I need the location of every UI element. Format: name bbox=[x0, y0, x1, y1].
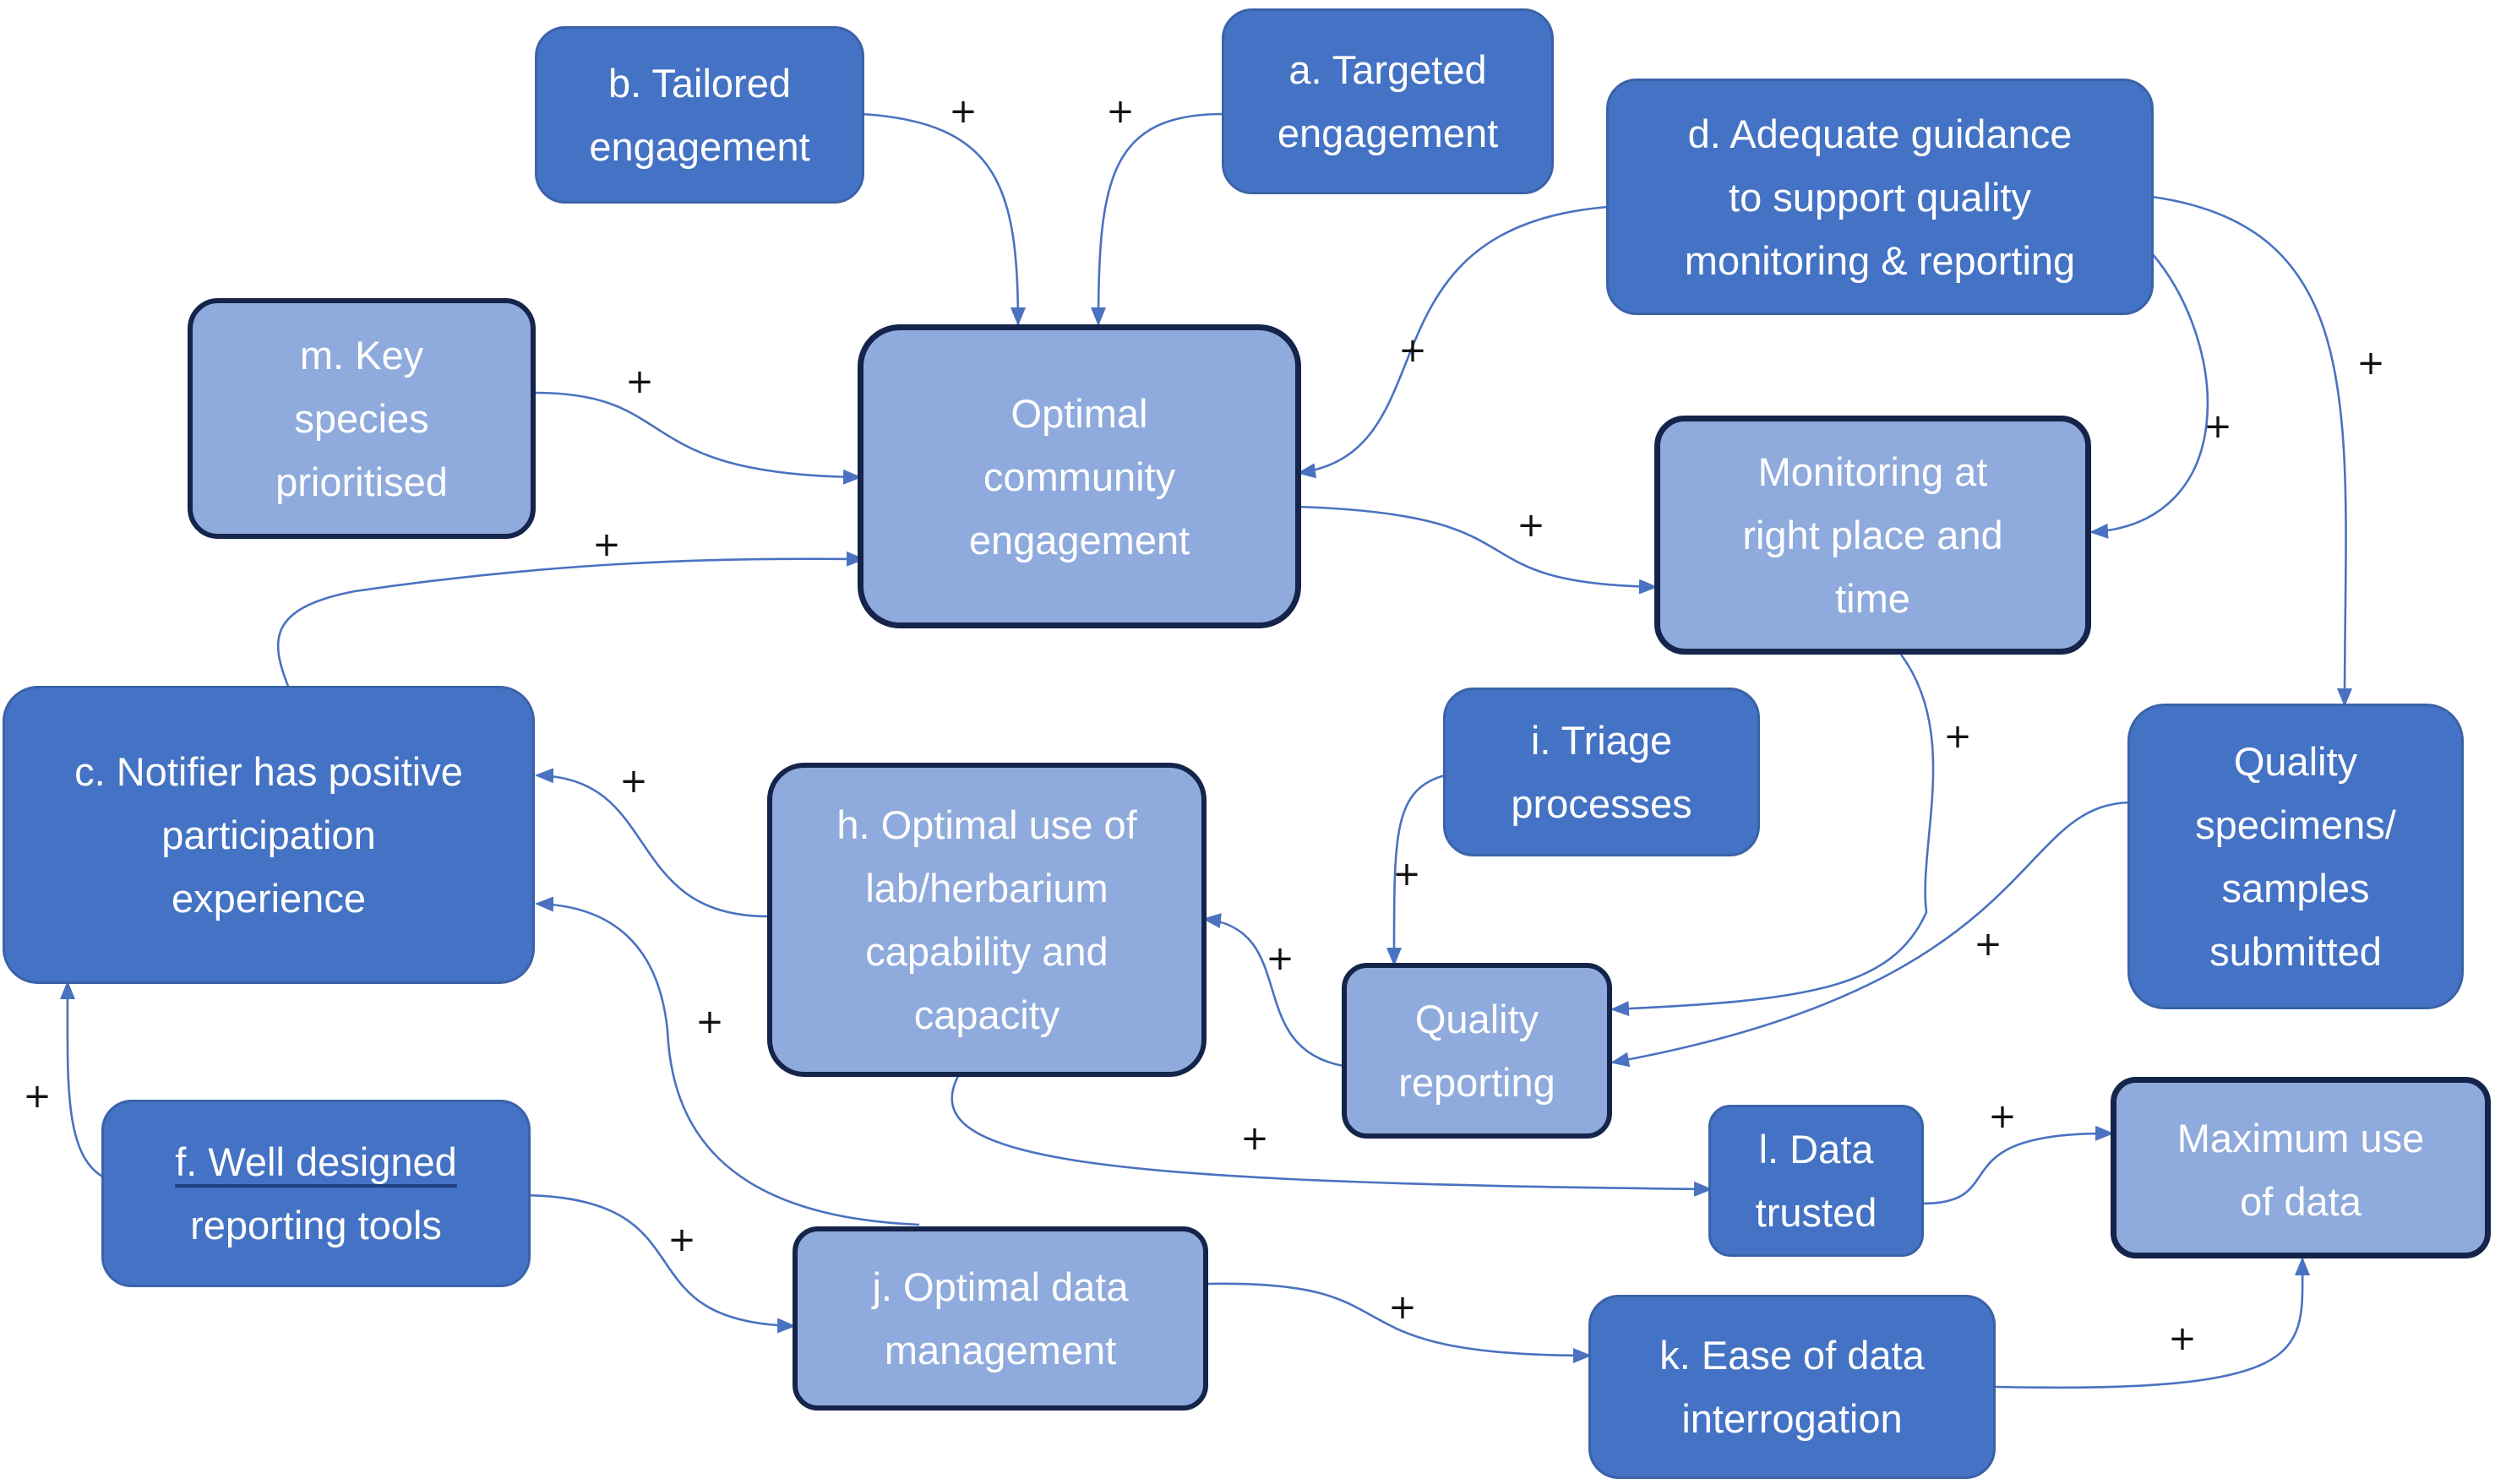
sign-optimal-community-to-monitoring: + bbox=[1517, 506, 1545, 545]
node-monitoring-line-3: time bbox=[1835, 576, 1910, 621]
sign-j-to-c: + bbox=[695, 1003, 724, 1041]
node-l-data-trusted: l. Data trusted bbox=[1708, 1105, 1924, 1257]
node-c-notifier-positive-experience: c. Notifier has positive participation exp… bbox=[3, 686, 535, 984]
node-optimal-community-line-3: engagement bbox=[968, 517, 1190, 563]
edge-c-to-optimal-community bbox=[276, 551, 865, 689]
node-f-line-1: f. Well designed bbox=[175, 1139, 457, 1184]
edge-quality-reporting-to-h bbox=[1202, 913, 1344, 1068]
sign-f-to-j: + bbox=[667, 1220, 696, 1259]
edge-h-to-l bbox=[951, 1074, 1713, 1197]
sign-k-to-max-use: + bbox=[2168, 1319, 2197, 1358]
node-h-line-1: h. Optimal use of bbox=[836, 802, 1137, 847]
node-monitoring-line-2: right place and bbox=[1742, 513, 2003, 557]
node-m-key-species-prioritised: m. Key species prioritised bbox=[188, 298, 536, 539]
edge-f-to-c bbox=[59, 981, 106, 1180]
node-j-optimal-data-management: j. Optimal data management bbox=[793, 1226, 1208, 1411]
sign-b-to-optimal-community: + bbox=[949, 92, 978, 131]
node-h-optimal-lab-herbarium-use: h. Optimal use of lab/herbarium capability… bbox=[767, 763, 1207, 1077]
node-quality-specimens-line-4: submitted bbox=[2209, 929, 2382, 974]
edge-f-to-j bbox=[525, 1193, 796, 1334]
node-quality-specimens-submitted: Quality specimens/samples submitted bbox=[2127, 704, 2464, 1009]
node-quality-reporting-line-1: Quality bbox=[1414, 997, 1539, 1041]
node-optimal-community-line-1: Optimal bbox=[1011, 390, 1148, 436]
node-a-targeted-engagement: a. Targeted engagement bbox=[1222, 8, 1554, 194]
edge-d-to-quality-specimens bbox=[2151, 195, 2353, 707]
edge-l-to-max-use bbox=[1921, 1125, 2114, 1205]
node-d-line-2: to support quality bbox=[1729, 174, 2031, 220]
node-f-line-2: reporting tools bbox=[190, 1203, 442, 1248]
sign-d-to-quality-specimens: + bbox=[2356, 344, 2385, 383]
node-k-ease-of-data-interrogation: k. Ease of data interrogation bbox=[1588, 1295, 1996, 1479]
node-h-line-3: capability and bbox=[865, 929, 1109, 974]
edge-h-to-c bbox=[535, 768, 770, 918]
node-max-use-line-1: Maximum use bbox=[2176, 1116, 2425, 1161]
node-h-line-2: lab/herbarium bbox=[865, 866, 1109, 911]
edge-monitoring-to-quality-reporting bbox=[1610, 654, 1935, 1017]
node-quality-specimens-line-2: specimens/ bbox=[2195, 802, 2396, 847]
sign-m-to-optimal-community: + bbox=[625, 362, 654, 401]
sign-h-to-l: + bbox=[1240, 1119, 1269, 1158]
sign-j-to-k: + bbox=[1388, 1288, 1417, 1327]
node-l-line-1: l. Data bbox=[1758, 1127, 1874, 1171]
sign-f-to-c: + bbox=[23, 1077, 52, 1116]
node-b-line-2: engagement bbox=[589, 124, 810, 169]
node-a-line-2: engagement bbox=[1277, 111, 1499, 155]
sign-i-to-quality-reporting: + bbox=[1392, 855, 1421, 894]
sign-c-to-optimal-community: + bbox=[592, 525, 621, 564]
edge-i-to-quality-reporting bbox=[1386, 774, 1446, 966]
node-i-line-1: i. Triage bbox=[1530, 718, 1673, 763]
sign-h-to-c: + bbox=[619, 762, 648, 801]
edge-d-to-monitoring bbox=[2089, 253, 2209, 539]
node-i-triage-processes: i. Triage processes bbox=[1443, 688, 1760, 856]
node-c-line-3: experience bbox=[172, 876, 366, 921]
node-monitoring-right-place-time: Monitoring at right place and time bbox=[1654, 416, 2091, 655]
node-k-line-1: k. Ease of data bbox=[1659, 1333, 1925, 1378]
node-max-use-line-2: of data bbox=[2240, 1179, 2362, 1224]
node-quality-specimens-line-1: Quality bbox=[2233, 739, 2358, 784]
node-monitoring-line-1: Monitoring at bbox=[1757, 449, 1988, 494]
node-c-line-2: participation bbox=[161, 813, 376, 857]
node-b-tailored-engagement: b. Tailored engagement bbox=[535, 26, 864, 204]
sign-quality-specimens-to-quality-reporting: + bbox=[1974, 925, 2002, 964]
sign-d-to-monitoring: + bbox=[2204, 407, 2232, 446]
sign-quality-reporting-to-h: + bbox=[1266, 939, 1294, 978]
node-l-line-2: trusted bbox=[1755, 1190, 1877, 1235]
edge-m-to-optimal-community bbox=[533, 391, 862, 485]
edge-quality-specimens-to-quality-reporting bbox=[1610, 801, 2130, 1068]
node-d-adequate-guidance: d. Adequate guidance to support quality mo… bbox=[1606, 79, 2154, 315]
node-j-line-1: j. Optimal data bbox=[872, 1264, 1129, 1309]
edge-j-to-k bbox=[1206, 1282, 1592, 1363]
node-d-line-1: d. Adequate guidance bbox=[1687, 111, 2073, 156]
node-m-line-2: species bbox=[294, 396, 429, 441]
edge-optimal-community-to-monitoring bbox=[1298, 505, 1658, 595]
node-i-line-2: processes bbox=[1511, 781, 1692, 826]
sign-l-to-max-use: + bbox=[1988, 1097, 2017, 1136]
edge-b-to-optimal-community bbox=[861, 112, 1026, 326]
edge-j-to-c bbox=[535, 896, 920, 1226]
node-f-well-designed-reporting-tools: f. Well designed reporting tools bbox=[101, 1100, 531, 1287]
edge-a-to-optimal-community bbox=[1091, 112, 1224, 326]
node-c-line-1: c. Notifier has positive bbox=[74, 749, 463, 794]
sign-monitoring-to-quality-reporting: + bbox=[1943, 717, 1972, 756]
node-j-line-2: management bbox=[884, 1328, 1117, 1373]
edge-k-to-max-use bbox=[1995, 1257, 2311, 1389]
node-quality-reporting-line-2: reporting bbox=[1398, 1060, 1555, 1105]
edge-d-to-optimal-community bbox=[1297, 205, 1609, 479]
node-maximum-use-of-data: Maximum use of data bbox=[2111, 1077, 2491, 1258]
node-k-line-2: interrogation bbox=[1681, 1396, 1903, 1441]
node-optimal-community-line-2: community bbox=[983, 454, 1176, 499]
node-m-line-3: prioritised bbox=[275, 459, 448, 504]
sign-a-to-optimal-community: + bbox=[1106, 92, 1135, 131]
node-m-line-1: m. Key bbox=[299, 333, 424, 378]
node-optimal-community-engagement: Optimal community engagement bbox=[858, 324, 1301, 628]
node-h-line-4: capacity bbox=[913, 992, 1060, 1037]
node-d-line-3: monitoring & reporting bbox=[1684, 237, 2076, 283]
node-a-line-1: a. Targeted bbox=[1288, 47, 1487, 92]
sign-d-to-optimal-community: + bbox=[1398, 331, 1427, 370]
node-quality-reporting: Quality reporting bbox=[1342, 963, 1612, 1139]
node-quality-specimens-line-3: samples bbox=[2221, 866, 2370, 911]
node-b-line-1: b. Tailored bbox=[607, 61, 791, 106]
